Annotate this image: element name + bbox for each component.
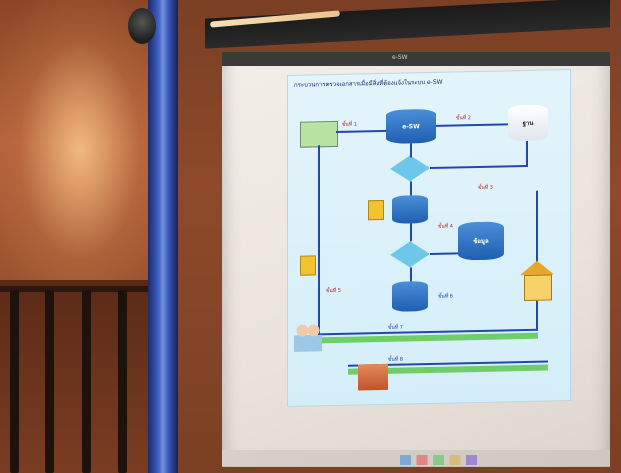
database-middle — [392, 195, 428, 224]
screen-top-bar: e-SW — [222, 52, 610, 66]
database-right-middle-label: ข้อมูล — [473, 237, 489, 246]
database-top: e-SW — [386, 108, 436, 144]
house-icon — [520, 260, 554, 302]
blue-pillar — [148, 0, 178, 473]
flow-line — [430, 164, 526, 169]
factory-icon — [358, 363, 388, 391]
railing-bar — [10, 290, 19, 473]
balcony-top-rail — [0, 286, 150, 292]
flow-line — [526, 140, 528, 167]
decision-diamond-2 — [390, 241, 430, 268]
document-icon — [300, 255, 316, 276]
database-top-label: e-SW — [402, 122, 420, 131]
flow-line — [430, 252, 458, 255]
railing-bar — [82, 290, 91, 473]
step-label: ขั้นที่ 4 — [438, 223, 453, 230]
document-icon — [368, 199, 384, 221]
database-right-label: ฐาน — [522, 119, 534, 128]
step-label: ขั้นที่ 1 — [342, 121, 357, 128]
flow-line — [410, 223, 412, 242]
screen-title: e-SW — [392, 54, 408, 61]
people-icon — [294, 321, 322, 352]
decision-diamond-1 — [390, 155, 430, 182]
database-right: ฐาน — [508, 104, 548, 142]
green-box — [300, 120, 338, 148]
projection-screen: e-SW กระบวนการตรวจเอกสารเมื่อมีสิ่งที่ต้… — [222, 52, 610, 467]
step-label: ขั้นที่ 7 — [388, 324, 403, 331]
step-label: ขั้นที่ 8 — [388, 356, 403, 363]
database-right-middle: ข้อมูล — [458, 221, 504, 261]
flow-line — [436, 123, 508, 127]
flow-line — [318, 145, 320, 336]
database-lower — [392, 281, 428, 312]
house-body — [524, 274, 552, 302]
slide-title: กระบวนการตรวจเอกสารเมื่อมีสิ่งที่ต้องแจ้… — [294, 78, 443, 89]
toolbar-icons — [400, 455, 510, 465]
step-label: ขั้นที่ 2 — [456, 115, 471, 122]
flow-line — [410, 143, 412, 158]
railing-bar — [118, 290, 127, 473]
flow-line — [410, 267, 412, 282]
step-label: ขั้นที่ 6 — [438, 293, 453, 300]
balcony — [0, 280, 150, 473]
flow-line — [336, 129, 386, 133]
slide: กระบวนการตรวจเอกสารเมื่อมีสิ่งที่ต้องแจ้… — [287, 69, 571, 407]
pillar-cap — [128, 8, 156, 44]
flow-line — [410, 181, 412, 196]
step-label: ขั้นที่ 5 — [326, 287, 341, 295]
step-label: ขั้นที่ 3 — [478, 184, 493, 191]
house-roof — [520, 260, 554, 276]
railing-bar — [45, 290, 54, 473]
